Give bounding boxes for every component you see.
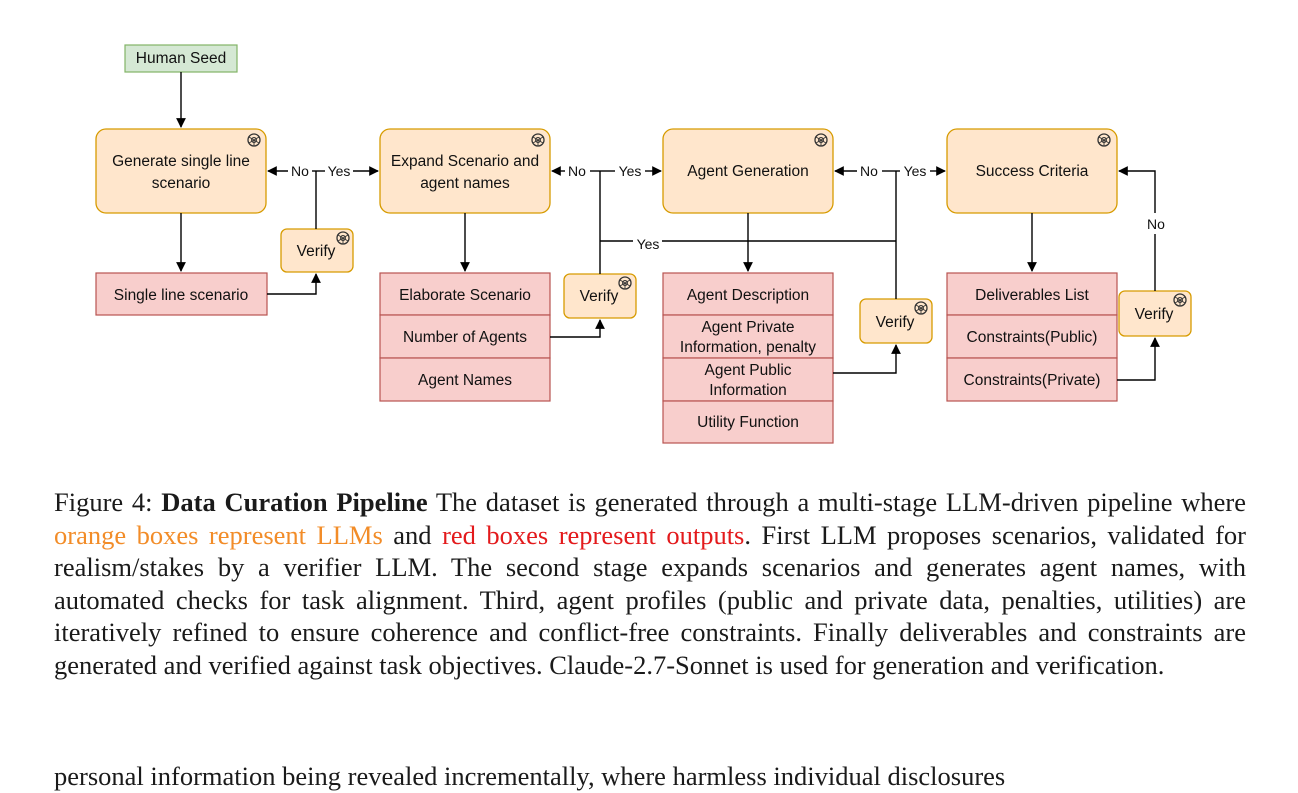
- output-agent-public-label-2: Information: [709, 382, 787, 399]
- output-utility-function-label: Utility Function: [697, 414, 799, 431]
- llm-expand-scenario-label-1: Expand Scenario and: [391, 153, 539, 170]
- caption-orange-text: orange boxes represent LLMs: [54, 519, 383, 550]
- output-single-line-scenario-label: Single line scenario: [114, 287, 248, 304]
- llm-generate-single-line-box: Generate single line scenario: [95, 128, 267, 214]
- data-curation-pipeline-diagram: Human Seed Generate single line scenario…: [95, 44, 1192, 444]
- verify-box-2: Verify: [563, 273, 637, 319]
- output-stack-criteria: Deliverables List Constraints(Public) Co…: [946, 272, 1118, 402]
- output-elaborate-scenario-label: Elaborate Scenario: [399, 287, 531, 304]
- output-agent-description-label: Agent Description: [687, 287, 809, 304]
- output-agent-private-label-1: Agent Private: [701, 319, 794, 336]
- figure-label: Figure 4:: [54, 487, 153, 517]
- edge-label-no-4: No: [1147, 216, 1165, 232]
- output-single-line-scenario: Single line scenario: [95, 272, 268, 316]
- caption-red-text: red boxes represent outputs: [442, 519, 745, 550]
- verify-box-4: Verify: [1118, 290, 1192, 337]
- edge-label-no-2: No: [568, 163, 586, 179]
- edge-label-no-1: No: [291, 163, 309, 179]
- verify-label: Verify: [876, 314, 915, 331]
- edge-label-yes-4: Yes: [637, 236, 660, 252]
- verify-label: Verify: [1135, 306, 1174, 323]
- llm-generate-single-line-label-1: Generate single line: [112, 153, 250, 170]
- verify-label: Verify: [297, 243, 336, 260]
- llm-expand-scenario-label-2: agent names: [420, 175, 510, 192]
- caption-text-2: and: [382, 519, 443, 550]
- verify-box-1: Verify: [280, 228, 354, 273]
- verify-label: Verify: [580, 288, 619, 305]
- llm-success-criteria-label: Success Criteria: [976, 163, 1089, 180]
- edge-label-yes-1: Yes: [328, 163, 351, 179]
- caption-text-1: The dataset is generated through a multi…: [427, 487, 1246, 517]
- edge-label-no-3: No: [860, 163, 878, 179]
- output-constraints-public-label: Constraints(Public): [967, 329, 1098, 346]
- output-agent-private-label-2: Information, penalty: [680, 339, 816, 356]
- llm-success-criteria-box: Success Criteria: [946, 128, 1118, 214]
- llm-agent-generation-label: Agent Generation: [687, 163, 809, 180]
- output-deliverables-list-label: Deliverables List: [975, 287, 1089, 304]
- output-agent-names-label: Agent Names: [418, 372, 512, 389]
- body-text-cutoff: personal information being revealed incr…: [54, 761, 1006, 791]
- llm-agent-generation-box: Agent Generation: [662, 128, 834, 214]
- edge-label-yes-2: Yes: [619, 163, 642, 179]
- edges: [176, 72, 1160, 381]
- human-seed-box: Human Seed: [124, 44, 238, 73]
- caption-title: Data Curation Pipeline: [161, 487, 428, 517]
- output-agent-public-label-1: Agent Public: [704, 362, 791, 379]
- llm-expand-scenario-box: Expand Scenario and agent names: [379, 128, 551, 214]
- human-seed-label: Human Seed: [136, 50, 226, 67]
- output-number-of-agents-label: Number of Agents: [403, 329, 527, 346]
- output-stack-agents: Agent Description Agent Private Informat…: [662, 272, 834, 444]
- verify-box-3: Verify: [859, 298, 933, 344]
- edge-label-yes-3: Yes: [904, 163, 927, 179]
- figure-caption: Figure 4: Data Curation Pipeline The dat…: [54, 486, 1246, 681]
- llm-generate-single-line-label-2: scenario: [152, 175, 211, 192]
- output-constraints-private-label: Constraints(Private): [964, 372, 1101, 389]
- output-stack-expand: Elaborate Scenario Number of Agents Agen…: [379, 272, 551, 402]
- caption-text-3: . First LLM proposes scenarios, validate…: [54, 519, 1246, 680]
